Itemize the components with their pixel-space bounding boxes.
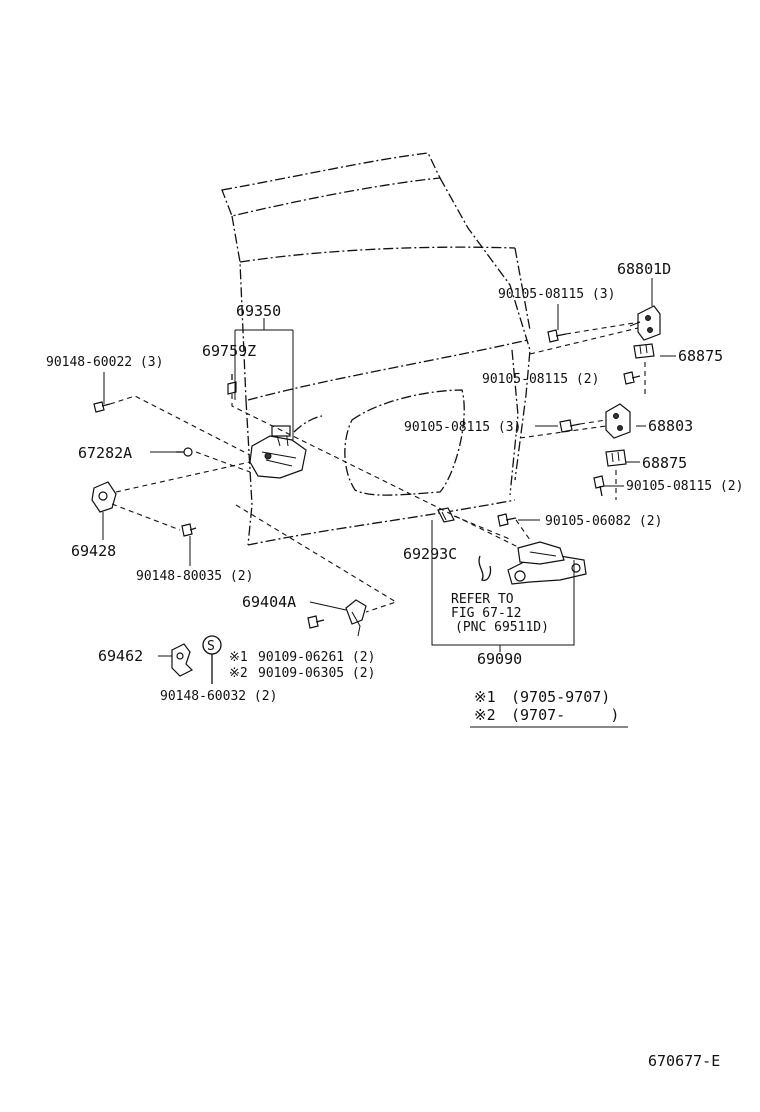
variant-legend: ※1 (9705-9707) ※2 (9707- ) (474, 688, 619, 724)
variant-mark-1: ※1 (229, 650, 248, 665)
bolt-icon (593, 475, 605, 497)
label-90105-08115-2b: 90105-08115 (2) (626, 479, 743, 494)
bolt-icon (93, 401, 111, 413)
shim-68875-lower (605, 449, 627, 467)
bolt-icon (623, 371, 641, 385)
label-69404A: 69404A (242, 593, 296, 611)
rod-clip-part (345, 599, 367, 637)
label-90109-06261: 90109-06261 (2) (258, 650, 375, 665)
label-67282A: 67282A (78, 444, 132, 462)
circle-s-mark: S (207, 639, 215, 654)
label-69293C: 69293C (403, 545, 457, 563)
bolt-icon (307, 615, 325, 629)
legend-mark-2: ※2 (474, 706, 496, 724)
label-69090: 69090 (477, 650, 522, 668)
bolt-icon (227, 374, 237, 395)
label-68801D: 68801D (617, 260, 671, 278)
shim-68875-upper (633, 343, 655, 359)
refer-note-line1: REFER TO (451, 592, 514, 607)
back-door-lock-part (249, 425, 307, 479)
label-68875-lower: 68875 (642, 454, 687, 472)
label-90105-08115-2a: 90105-08115 (2) (482, 372, 599, 387)
label-90105-08115-3b: 90105-08115 (3) (404, 420, 521, 435)
legend-mark-1: ※1 (474, 688, 496, 706)
refer-note-line2: FIG 67-12 (451, 606, 521, 621)
bolt-icon (181, 523, 197, 537)
refer-note-line3: (PNC 69511D) (455, 620, 549, 635)
variant-mark-2: ※2 (229, 666, 248, 681)
refer-note: REFER TO FIG 67-12 (PNC 69511D) (451, 592, 549, 635)
label-90148-60032: 90148-60032 (2) (160, 689, 277, 704)
label-69462: 69462 (98, 647, 143, 665)
back-door-panel (221, 152, 531, 546)
label-90148-80035: 90148-80035 (2) (136, 569, 253, 584)
striker-part (91, 481, 117, 513)
part-number-labels: 68801D 90105-08115 (3) 69350 90148-60022… (46, 260, 743, 704)
bolt-icon (497, 513, 517, 527)
legend-range-1: (9705-9707) (511, 688, 610, 706)
clip-part-69462 (171, 643, 194, 677)
rod-clip-small (478, 555, 492, 581)
lower-hinge-part (605, 403, 631, 439)
legend-range-2: (9707- ) (511, 706, 619, 724)
assembly-dashed-lines (109, 321, 646, 613)
label-90105-08115-3a: 90105-08115 (3) (498, 287, 615, 302)
label-69759Z: 69759Z (202, 342, 256, 360)
leader-lines (102, 278, 676, 728)
label-69428: 69428 (71, 542, 116, 560)
upper-hinge-part (629, 305, 661, 341)
circle-s-icon: S (202, 635, 222, 684)
figure-code: 670677-E (648, 1052, 720, 1070)
label-68803: 68803 (648, 417, 693, 435)
bolt-icon (547, 329, 567, 343)
label-90109-06305: 90109-06305 (2) (258, 666, 375, 681)
label-90105-06082: 90105-06082 (2) (545, 514, 662, 529)
lock-cylinder-part (437, 507, 455, 523)
bolt-icon (176, 447, 193, 457)
outside-handle-part (507, 541, 587, 585)
label-69350: 69350 (236, 302, 281, 320)
bolt-icon (559, 419, 581, 433)
label-90148-60022: 90148-60022 (3) (46, 355, 163, 370)
label-68875-upper: 68875 (678, 347, 723, 365)
